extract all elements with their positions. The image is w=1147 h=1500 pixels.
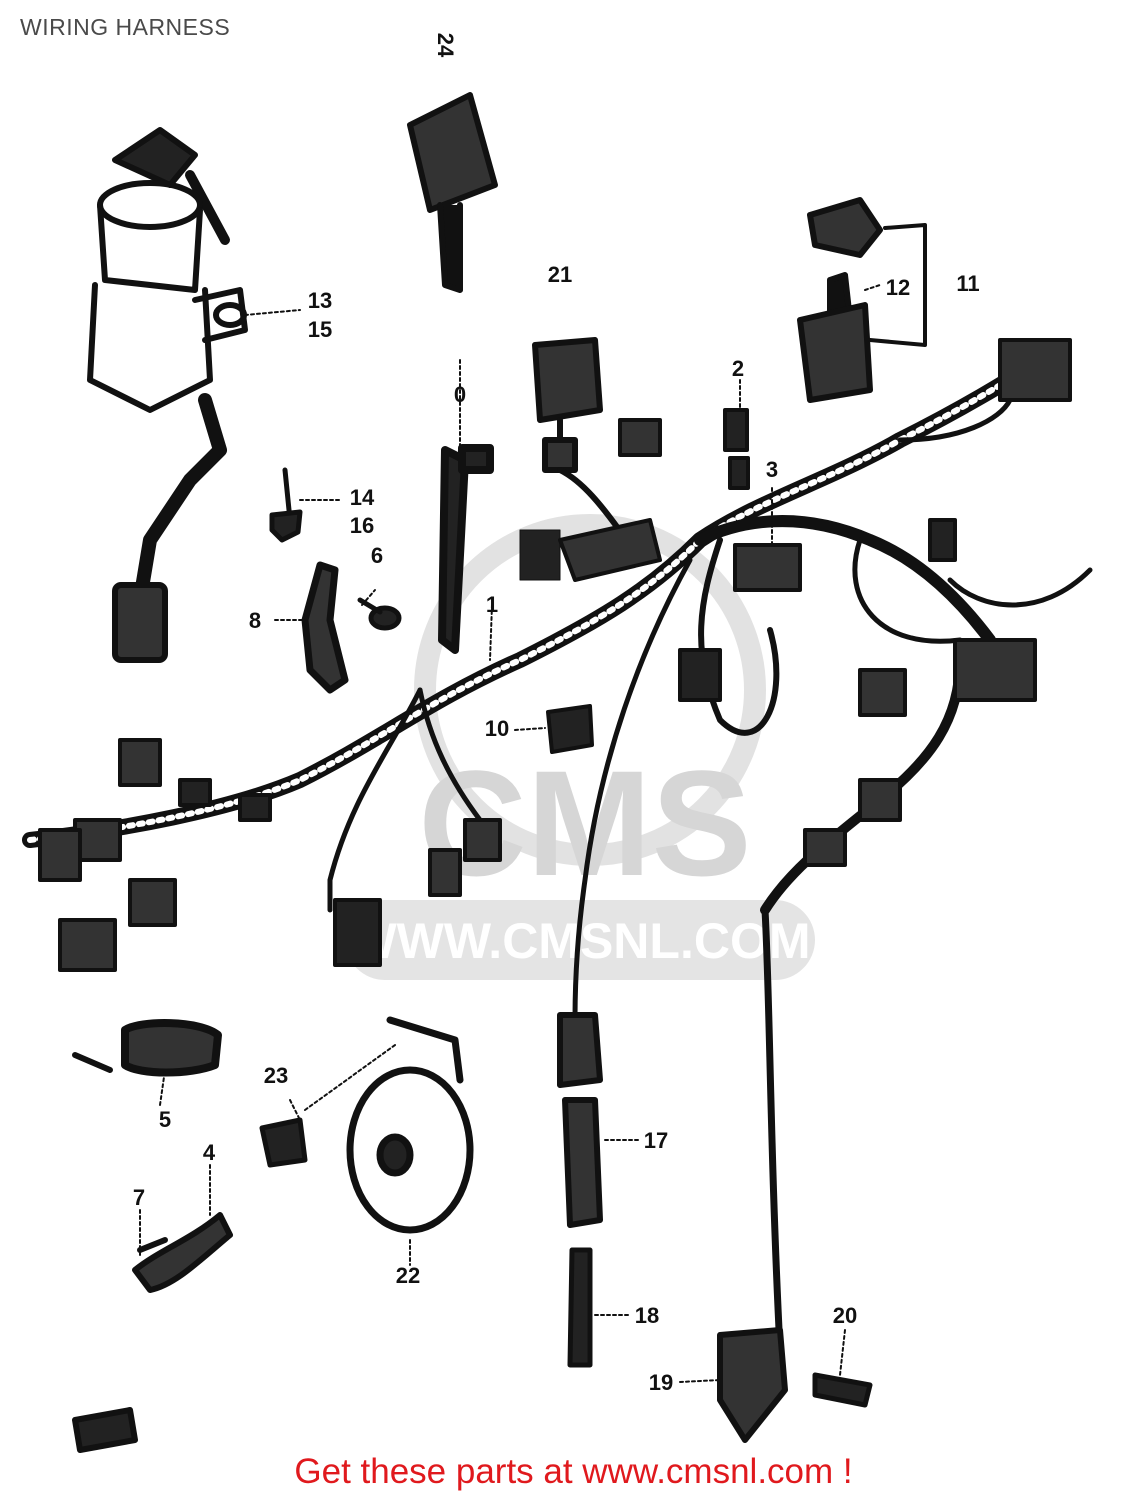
callout-17: 17 <box>644 1128 668 1153</box>
part-5 <box>72 1019 222 1077</box>
callout-24: 24 <box>433 33 458 58</box>
screw-left <box>269 467 303 543</box>
callout-1: 1 <box>486 592 498 617</box>
part-10 <box>546 704 594 754</box>
callout-7: 7 <box>133 1185 145 1210</box>
relay-11 <box>797 197 927 403</box>
page-title: WIRING HARNESS <box>20 14 231 40</box>
callout-3: 3 <box>766 457 778 482</box>
screw-small <box>357 597 402 631</box>
ignition-switch <box>87 127 248 663</box>
callout-labels: 24 13 15 14 16 6 8 21 0 1 2 3 12 11 10 2… <box>133 33 980 1395</box>
screw-20 <box>812 1372 873 1408</box>
callout-12: 12 <box>886 275 910 300</box>
callout-18: 18 <box>635 1303 659 1328</box>
relay-21 <box>532 337 603 473</box>
switch-4 <box>132 1212 233 1293</box>
bolt-23 <box>259 1117 308 1168</box>
switch-19 <box>717 1327 788 1443</box>
callout-13: 13 <box>308 288 332 313</box>
main-harness <box>22 338 1093 1354</box>
callout-22: 22 <box>396 1263 420 1288</box>
callout-10: 10 <box>485 716 509 741</box>
callout-8: 8 <box>249 608 261 633</box>
switch-17 <box>557 1012 603 1228</box>
callout-19: 19 <box>649 1370 673 1395</box>
callout-2: 2 <box>732 356 744 381</box>
leader-lines <box>139 284 881 1383</box>
key <box>407 92 498 293</box>
callout-15: 15 <box>308 317 332 342</box>
callout-20: 20 <box>833 1303 857 1328</box>
small-fitting <box>72 1407 138 1453</box>
callout-0: 0 <box>454 382 466 407</box>
clamp-8 <box>301 561 349 694</box>
callout-11: 11 <box>956 271 979 296</box>
horn <box>346 1016 474 1234</box>
tie-strap <box>438 444 494 654</box>
footer-parts-link[interactable]: Get these parts at www.cmsnl.com ! <box>294 1452 853 1491</box>
callout-6: 6 <box>371 543 383 568</box>
callout-23: 23 <box>264 1063 288 1088</box>
callout-21: 21 <box>548 262 572 287</box>
callout-4: 4 <box>203 1140 216 1165</box>
callout-5: 5 <box>159 1107 171 1132</box>
spring-18 <box>567 1247 593 1368</box>
callout-16: 16 <box>350 513 374 538</box>
callout-14: 14 <box>350 485 375 510</box>
